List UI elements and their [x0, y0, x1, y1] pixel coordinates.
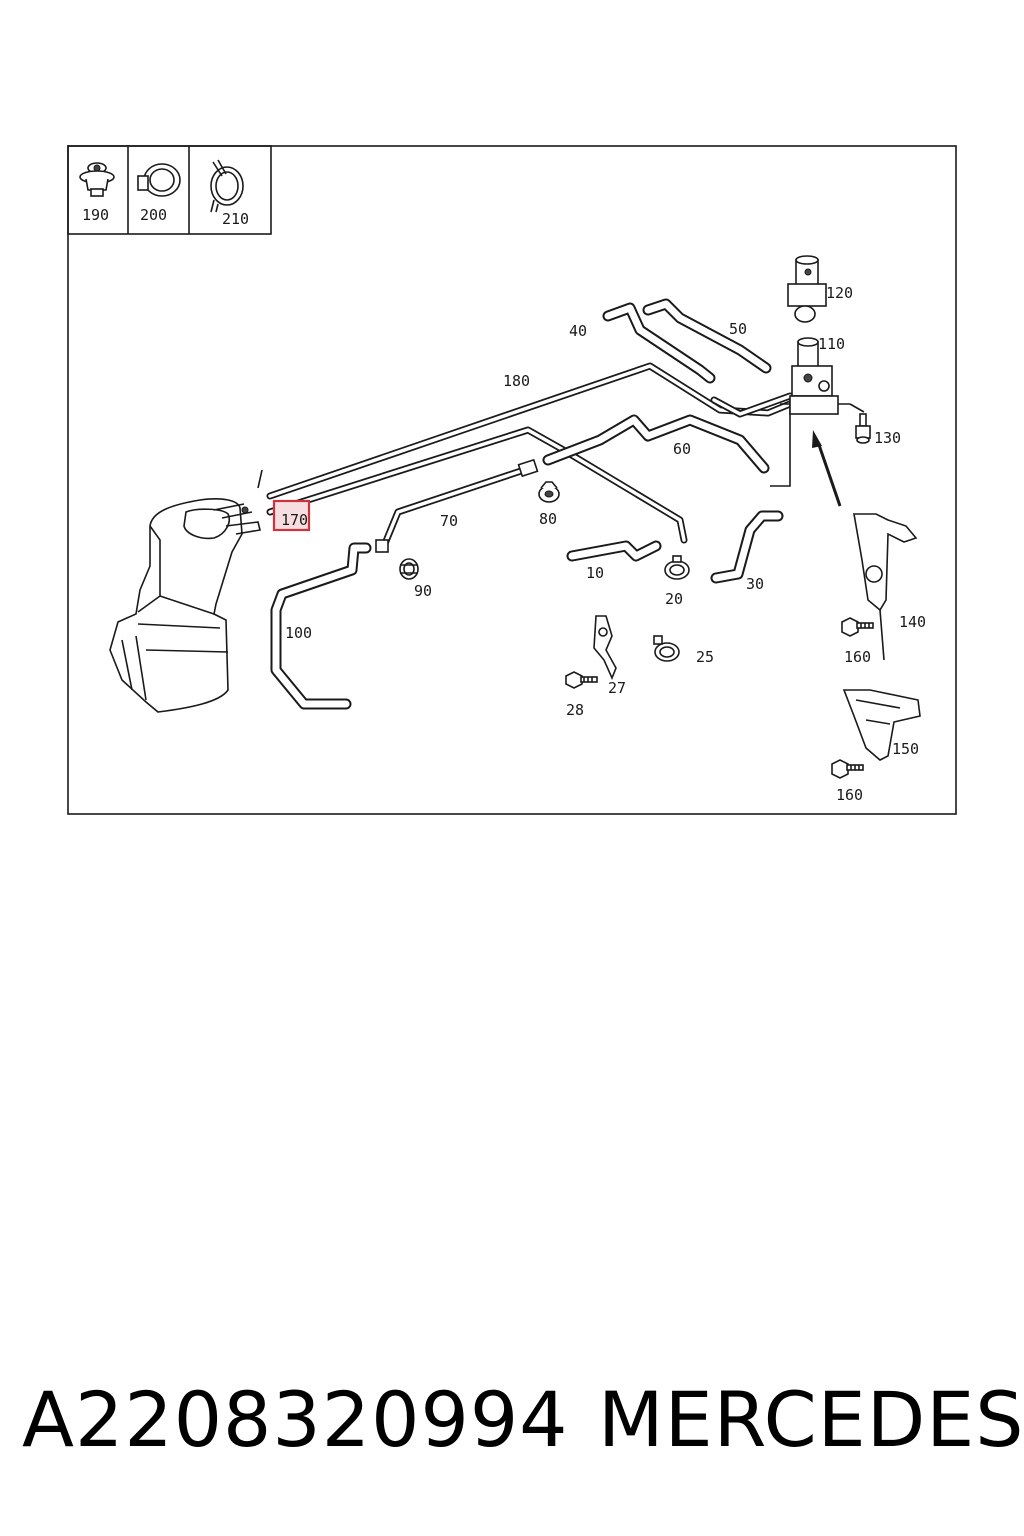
diagram-frame: [67, 145, 957, 815]
screw-160-upper: [841, 617, 874, 637]
callout-70: 70: [440, 512, 458, 530]
hose-clamp-icon: [137, 163, 181, 197]
bracket-140: [853, 513, 918, 661]
clamp-20: [664, 555, 690, 580]
screw-28: [565, 671, 598, 689]
callout-10: 10: [586, 564, 604, 582]
callout-150: 150: [892, 740, 919, 758]
callout-20: 20: [665, 590, 683, 608]
footer: A2208320994 MERCEDES: [0, 1370, 1024, 1470]
hose-70: [375, 458, 539, 553]
callout-170: 170: [281, 511, 308, 529]
brand-name: MERCEDES: [598, 1375, 1024, 1464]
callout-130: 130: [874, 429, 901, 447]
callout-110: 110: [818, 335, 845, 353]
grommet-80: [538, 481, 560, 503]
callout-40: 40: [569, 322, 587, 340]
callout-180: 180: [503, 372, 530, 390]
expansion-tank: [109, 498, 261, 713]
bracket-150: [842, 689, 921, 761]
callout-160-lower: 160: [836, 786, 863, 804]
pipe-170: [266, 426, 688, 544]
clamp-25: [653, 635, 680, 662]
fitting-130: [849, 403, 871, 444]
callout-60: 60: [673, 440, 691, 458]
hose-100: [270, 542, 372, 710]
callout-80: 80: [539, 510, 557, 528]
bracket-27: [593, 615, 617, 681]
callout-27: 27: [608, 679, 626, 697]
legend-number-190: 190: [82, 206, 109, 224]
callout-30: 30: [746, 575, 764, 593]
callout-50: 50: [729, 320, 747, 338]
legend-box: 190 200 210: [67, 145, 272, 235]
grommet-90: [399, 558, 419, 580]
grommet-clip-icon: [79, 162, 115, 197]
legend-number-210: 210: [222, 210, 249, 228]
callout-120: 120: [826, 284, 853, 302]
pipe-180: [257, 362, 794, 500]
spring-clamp-icon: [210, 159, 244, 213]
callout-90: 90: [414, 582, 432, 600]
direction-arrow: [812, 430, 842, 507]
hose-60: [542, 414, 770, 474]
callout-140: 140: [899, 613, 926, 631]
callout-28: 28: [566, 701, 584, 719]
screw-160-lower: [831, 759, 864, 779]
valve-110: [780, 337, 850, 415]
callout-25: 25: [696, 648, 714, 666]
legend-number-200: 200: [140, 206, 167, 224]
hose-40: [602, 302, 716, 384]
part-number: A2208320994: [22, 1375, 569, 1464]
pump-120: [787, 255, 827, 323]
callout-160-upper: 160: [844, 648, 871, 666]
hose-10: [566, 540, 662, 562]
hose-50: [642, 298, 772, 374]
hose-30: [710, 510, 784, 584]
callout-100: 100: [285, 624, 312, 642]
highlight-box-170: [272, 499, 311, 532]
